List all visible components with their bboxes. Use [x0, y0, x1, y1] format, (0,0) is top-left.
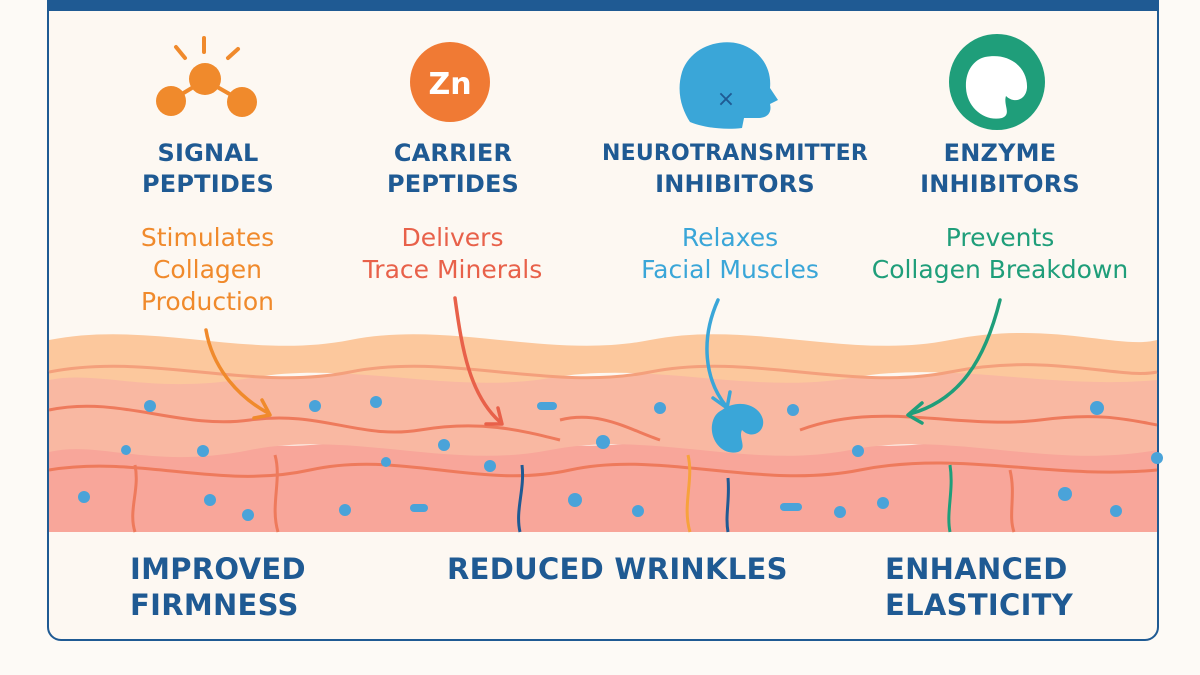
dot	[1110, 505, 1122, 517]
dot	[834, 506, 846, 518]
dot	[339, 504, 351, 516]
skin-top-highlight	[48, 363, 1158, 380]
receptor-shape	[711, 403, 764, 453]
arrow-neuro	[705, 298, 728, 408]
dot	[852, 445, 864, 457]
desc-line: Delivers	[401, 223, 504, 252]
dot	[596, 435, 610, 449]
fiber-4	[799, 414, 1158, 432]
dot	[654, 402, 666, 414]
desc-line: Relaxes	[681, 223, 779, 252]
dot	[197, 445, 209, 457]
dot	[877, 497, 889, 509]
arrow-enzyme	[908, 298, 1002, 416]
dot	[242, 509, 254, 521]
arrow-carrier-head	[484, 406, 504, 426]
arrow-carrier	[453, 296, 502, 424]
arrow-enzyme-head	[906, 401, 924, 425]
title-line: PEPTIDES	[386, 170, 520, 198]
dot	[568, 493, 582, 507]
dots	[78, 396, 1163, 521]
dot	[78, 491, 90, 503]
fiber-vertical-2	[273, 454, 280, 533]
fiber-3	[559, 415, 661, 442]
arrow-signal-head	[252, 398, 272, 420]
dot	[381, 457, 391, 467]
benefit-line: ELASTICITY	[885, 588, 1074, 622]
zinc-icon: Zn	[410, 42, 490, 122]
benefit-line: REDUCED WRINKLES	[447, 552, 788, 586]
desc-carrier: Delivers Trace Minerals	[335, 222, 570, 286]
dot	[787, 404, 799, 416]
dot	[121, 445, 131, 455]
title-line: INHIBITORS	[655, 170, 815, 198]
desc-line: Stimulates	[140, 223, 275, 252]
title-line: CARRIER	[393, 139, 513, 167]
dash	[410, 504, 428, 512]
title-signal: SIGNAL PEPTIDES	[120, 138, 296, 200]
title-line: INHIBITORS	[920, 170, 1080, 198]
fiber-vertical-3	[1008, 469, 1016, 533]
title-line: PEPTIDES	[141, 170, 275, 198]
dot	[1090, 401, 1104, 415]
top-bar	[47, 0, 1159, 11]
benefit-line: FIRMNESS	[130, 588, 299, 622]
title-neuro: NEUROTRANSMITTER INHIBITORS	[580, 138, 890, 200]
arrows	[204, 296, 1002, 426]
benefit-wrinkles: REDUCED WRINKLES	[447, 551, 807, 587]
dot	[309, 400, 321, 412]
dot	[484, 460, 496, 472]
desc-line: Trace Minerals	[362, 255, 543, 284]
desc-line: Collagen Breakdown	[871, 255, 1129, 284]
skin-layer-middle	[49, 364, 1157, 458]
fiber-vertical-4	[685, 454, 692, 533]
benefit-firmness: IMPROVED FIRMNESS	[130, 551, 330, 623]
title-line: NEUROTRANSMITTER	[602, 141, 868, 166]
dot	[1058, 487, 1072, 501]
arrow-signal	[204, 328, 270, 415]
dot	[438, 439, 450, 451]
desc-line: Facial Muscles	[641, 255, 819, 284]
fiber-2	[48, 461, 1158, 478]
molecule-icon	[156, 36, 257, 117]
desc-neuro: Relaxes Facial Muscles	[615, 222, 845, 286]
svg-text:×: ×	[717, 87, 735, 112]
deep-line-3	[947, 464, 953, 533]
dot	[204, 494, 216, 506]
dot	[1151, 452, 1163, 464]
title-line: SIGNAL	[157, 139, 259, 167]
benefit-elasticity: ENHANCED ELASTICITY	[885, 551, 1105, 623]
dot	[144, 400, 156, 412]
enzyme-icon	[949, 34, 1045, 130]
title-carrier: CARRIER PEPTIDES	[365, 138, 541, 200]
desc-line: Collagen	[152, 255, 263, 284]
desc-line: Prevents	[945, 223, 1055, 252]
dash	[537, 402, 557, 410]
benefit-line: IMPROVED	[130, 552, 306, 586]
title-enzyme: ENZYME INHIBITORS	[895, 138, 1105, 200]
benefit-line: ENHANCED	[885, 552, 1068, 586]
desc-line: Production	[140, 287, 274, 316]
skin-layer-top	[49, 332, 1157, 385]
deep-line-2	[725, 477, 730, 533]
collagen-fibers	[48, 404, 1158, 533]
dash	[780, 503, 802, 511]
title-line: ENZYME	[943, 139, 1057, 167]
dot	[370, 396, 382, 408]
desc-signal: Stimulates Collagen Production	[105, 222, 310, 318]
deep-line-1	[517, 464, 525, 533]
fiber-vertical-1	[131, 464, 138, 533]
svg-text:Zn: Zn	[428, 67, 471, 102]
fiber-1	[48, 404, 561, 442]
deep-lines	[517, 464, 953, 533]
dot	[632, 505, 644, 517]
desc-enzyme: Prevents Collagen Breakdown	[855, 222, 1145, 286]
head-icon: ×	[679, 42, 778, 129]
arrow-neuro-head	[711, 390, 732, 410]
